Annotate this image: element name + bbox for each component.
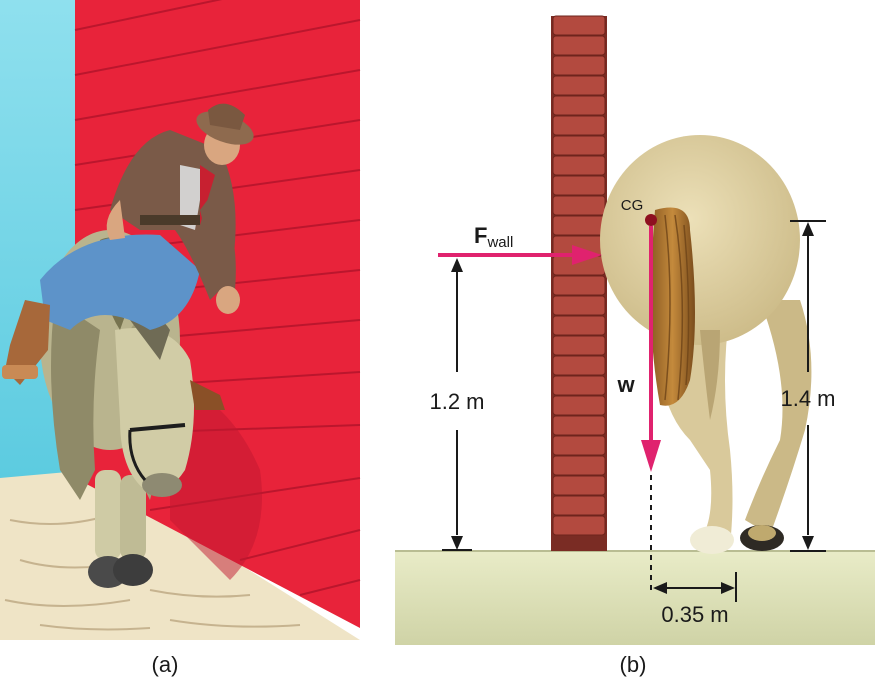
- brick: [552, 55, 606, 76]
- brick: [552, 95, 606, 116]
- brick: [552, 395, 606, 416]
- caption-a: (a): [152, 652, 179, 677]
- force-wall-subscript: wall: [486, 234, 513, 251]
- dimension-1-4m: [790, 220, 826, 552]
- dim-arrowhead: [653, 582, 667, 594]
- cg-label: CG: [621, 197, 644, 214]
- dim-arrowhead: [802, 536, 814, 550]
- brick-wall: [551, 15, 607, 551]
- horse-rump: [600, 135, 800, 345]
- brick: [552, 195, 606, 216]
- force-wall-arrow: [438, 245, 602, 265]
- caption-b: (b): [620, 652, 647, 677]
- brick: [552, 295, 606, 316]
- brick: [552, 175, 606, 196]
- brick: [552, 115, 606, 136]
- brick: [552, 475, 606, 496]
- brick: [552, 15, 606, 36]
- brick: [552, 435, 606, 456]
- weight-label: w: [616, 372, 635, 397]
- height-cg-label: 1.4 m: [780, 386, 835, 411]
- rider: [2, 103, 254, 410]
- brick: [552, 155, 606, 176]
- dim-arrowhead: [802, 222, 814, 236]
- brick: [552, 75, 606, 96]
- brick: [552, 355, 606, 376]
- brick: [552, 375, 606, 396]
- brick: [552, 315, 606, 336]
- weight-arrow: [641, 226, 661, 472]
- dim-arrowhead: [721, 582, 735, 594]
- brick: [552, 275, 606, 296]
- height-force-label: 1.2 m: [429, 389, 484, 414]
- ground-a: [0, 470, 360, 640]
- panel-a: (a): [0, 0, 361, 677]
- panel-b: CG w Fwall 1.2 m: [395, 15, 875, 677]
- dimension-0-35m: [666, 572, 737, 602]
- dim-arrowhead: [451, 258, 463, 272]
- horse-tail: [650, 207, 695, 406]
- force-wall-letter: F: [474, 223, 487, 248]
- brick: [552, 215, 606, 236]
- brick: [552, 335, 606, 356]
- dim-arrowhead: [451, 536, 463, 550]
- brick: [552, 415, 606, 436]
- brick: [552, 455, 606, 476]
- cg-point: [645, 214, 657, 226]
- horizontal-distance-label: 0.35 m: [661, 602, 728, 627]
- brick: [552, 515, 606, 536]
- force-wall-label: Fwall: [474, 223, 513, 251]
- brick: [552, 495, 606, 516]
- brick: [552, 135, 606, 156]
- horse-shadow: [170, 380, 262, 580]
- brick: [552, 35, 606, 56]
- ground-b: [395, 550, 875, 645]
